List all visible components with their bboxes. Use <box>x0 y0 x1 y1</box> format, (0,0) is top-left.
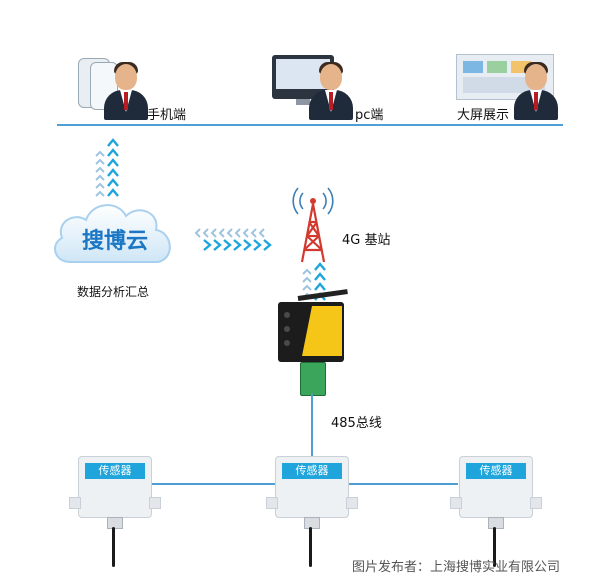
sensor-tag: 传感器 <box>282 463 342 479</box>
sensor-box: 传感器 <box>69 456 161 567</box>
top-connection-line <box>57 124 563 126</box>
sensor-tag: 传感器 <box>466 463 526 479</box>
cloud-icon <box>54 204 171 263</box>
sensor-box: 传感器 <box>266 456 358 567</box>
cell-tower-icon <box>292 187 334 263</box>
person-avatar <box>514 62 558 120</box>
cloud-title: 搜博云 <box>82 229 149 254</box>
node-label-mobile: 手机端 <box>147 108 187 123</box>
sensor-tag: 传感器 <box>85 463 145 479</box>
uplink-arrows <box>95 138 119 197</box>
node-label-bigscreen: 大屏展示 <box>457 108 510 123</box>
cloud-subtitle: 数据分析汇总 <box>77 285 150 299</box>
downlink-arrows <box>194 228 272 251</box>
dtu-device <box>278 302 344 362</box>
bus-line-left <box>150 483 276 485</box>
bus-line-vertical <box>311 394 313 458</box>
base-station-label: 4G 基站 <box>342 233 391 248</box>
person-avatar <box>309 62 353 120</box>
node-label-pc: pc端 <box>355 108 384 123</box>
publisher-credit: 图片发布者：上海搜博实业有限公司 <box>352 560 561 575</box>
bus-line-right <box>348 483 458 485</box>
sensor-box: 传感器 <box>450 456 542 567</box>
bus-label: 485总线 <box>331 416 382 431</box>
dtu-terminal-block <box>300 362 326 396</box>
person-avatar <box>104 62 148 120</box>
pc-monitor-stand <box>296 99 310 105</box>
